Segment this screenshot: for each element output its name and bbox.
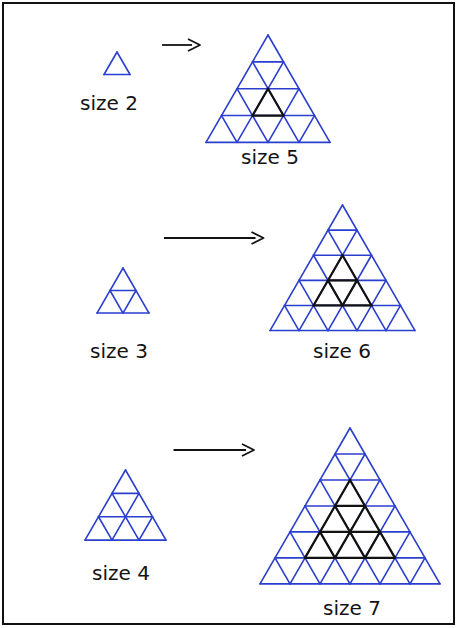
grid-line [125, 470, 166, 540]
arrow-shaft [174, 449, 247, 451]
grid-line [328, 279, 357, 281]
grid-line [275, 558, 290, 584]
arrow-connector [164, 232, 264, 244]
triangle-grid [76, 48, 158, 79]
triangle-figure: size 6 [266, 201, 419, 364]
blue-grid [104, 52, 130, 75]
grid-line [335, 506, 365, 558]
embedded-triangle [253, 89, 284, 116]
grid-line [299, 230, 357, 330]
grid-line [284, 305, 299, 330]
embedded-triangle [305, 480, 395, 558]
grid-line [85, 539, 166, 541]
grid-line [117, 52, 130, 75]
grid-line [342, 255, 371, 305]
grid-line [139, 517, 153, 540]
border-rect [3, 3, 454, 624]
blue-grid [260, 428, 440, 584]
grid-line [335, 506, 365, 558]
size-label: size 4 [92, 562, 150, 584]
grid-line [97, 268, 123, 313]
grid-line [313, 255, 342, 305]
triangle-grid [86, 264, 160, 318]
grid-line [342, 280, 357, 305]
grid-line [110, 290, 136, 292]
grid-line [313, 255, 357, 330]
grid-line [305, 505, 395, 507]
grid-line [268, 89, 284, 116]
grid-line [290, 454, 365, 584]
grid-line [253, 114, 284, 116]
arrow-head [188, 39, 200, 51]
triangle-grid [81, 466, 170, 545]
blue-grid [206, 35, 330, 142]
grid-line [222, 115, 315, 117]
grid-line [112, 493, 139, 495]
triangle-figure: size 3 [86, 264, 160, 364]
grid-line [335, 505, 365, 507]
grid-line [350, 480, 395, 558]
grid-line [275, 557, 425, 559]
triangle-figure: size 5 [202, 31, 334, 170]
size-label: size 5 [241, 146, 299, 168]
grid-line [253, 89, 269, 116]
size-label: size 6 [313, 340, 371, 362]
triangle-figure: size 2 [76, 48, 158, 116]
grid-line [112, 493, 139, 540]
grid-line [206, 35, 268, 142]
arrow-connector [162, 39, 200, 51]
grid-line [110, 291, 123, 314]
grid-line [98, 517, 112, 540]
grid-line [365, 532, 380, 558]
grid-line [253, 61, 284, 63]
grid-line [320, 480, 380, 584]
grid-line [299, 280, 386, 282]
grid-line [328, 229, 357, 231]
grid-line [104, 52, 117, 75]
grid-line [112, 493, 139, 540]
triangle-grid [256, 424, 444, 588]
blue-grid [97, 268, 149, 313]
size-label: size 2 [80, 92, 138, 114]
blue-grid [85, 470, 166, 540]
blue-grid [270, 205, 415, 331]
grid-line [299, 116, 315, 143]
grid-line [305, 557, 395, 559]
grid-line [270, 330, 415, 332]
grid-line [320, 480, 380, 584]
triangle-figure: size 7 [256, 424, 444, 621]
embedded-triangle [313, 255, 371, 305]
grid-line [222, 116, 238, 143]
grid-line [386, 305, 401, 330]
grid-line [253, 62, 300, 143]
grid-line [123, 291, 136, 314]
arrow-shaft [164, 237, 256, 239]
grid-line [328, 280, 343, 305]
arrow-head [242, 444, 254, 456]
grid-line [335, 453, 365, 455]
size-label: size 7 [323, 597, 381, 619]
grid-line [342, 205, 415, 331]
triangle-grid [202, 31, 334, 147]
grid-line [270, 205, 343, 331]
arrow-connector [174, 444, 255, 456]
arrow-shaft [162, 44, 192, 46]
triangle-grid [266, 201, 419, 335]
grid-line [123, 268, 149, 313]
grid-line [104, 74, 130, 76]
triangle-figure: size 4 [81, 466, 170, 586]
grid-line [335, 454, 410, 584]
grid-line [328, 230, 386, 330]
size-label: size 3 [90, 340, 148, 362]
arrow-head [252, 232, 264, 244]
grid-line [268, 35, 330, 142]
grid-line [320, 532, 335, 558]
grid-line [410, 558, 425, 584]
